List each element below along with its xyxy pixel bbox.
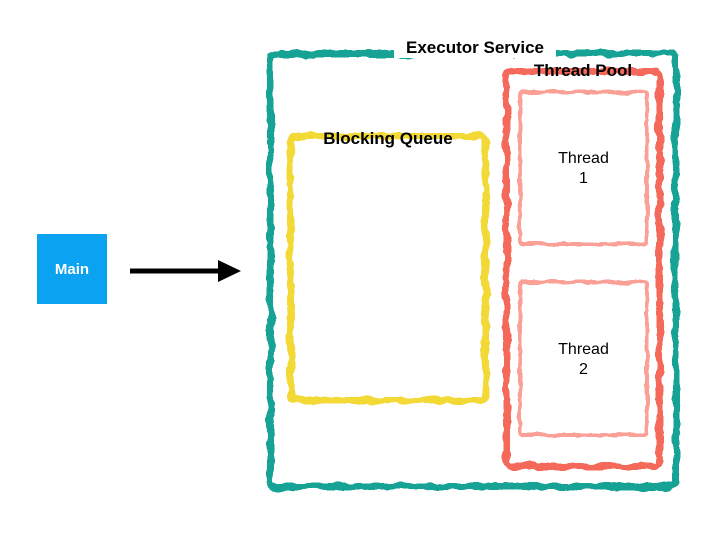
- blocking-queue-label: Blocking Queue: [323, 129, 453, 148]
- thread-2-label-line1: Thread: [558, 341, 609, 358]
- arrow-main-to-executor-service: [130, 260, 241, 282]
- thread-pool-label: Thread Pool: [533, 61, 633, 80]
- blocking-queue-box: [287, 133, 489, 404]
- main-box: Main: [37, 234, 107, 304]
- main-label: Main: [54, 260, 90, 278]
- executor-service-label: Executor Service: [394, 38, 556, 58]
- thread-2-label-line2: 2: [579, 361, 588, 378]
- thread-2-box: [518, 280, 649, 437]
- thread-1-label-line2: 1: [579, 170, 588, 187]
- thread-1-label-line1: Thread: [558, 150, 609, 167]
- thread-1-box: [518, 90, 649, 246]
- thread-1-label: Thread 1: [518, 149, 649, 189]
- thread-pool-box: [503, 68, 663, 470]
- thread-2-label: Thread 2: [518, 340, 649, 380]
